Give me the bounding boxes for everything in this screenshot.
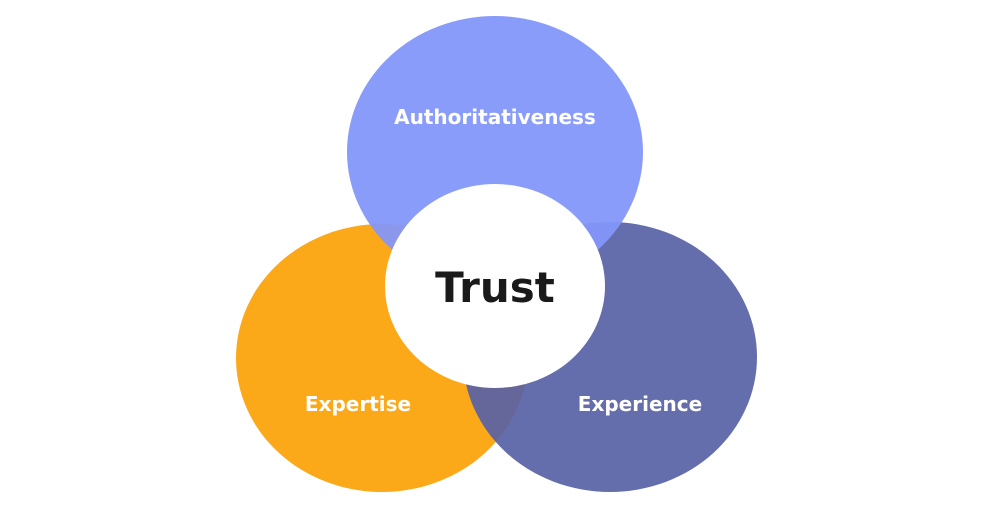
authoritativeness-label: Authoritativeness xyxy=(394,105,596,129)
trust-circle xyxy=(385,184,605,388)
trust-label: Trust xyxy=(435,263,555,312)
expertise-label: Expertise xyxy=(305,392,411,416)
experience-label: Experience xyxy=(578,392,702,416)
